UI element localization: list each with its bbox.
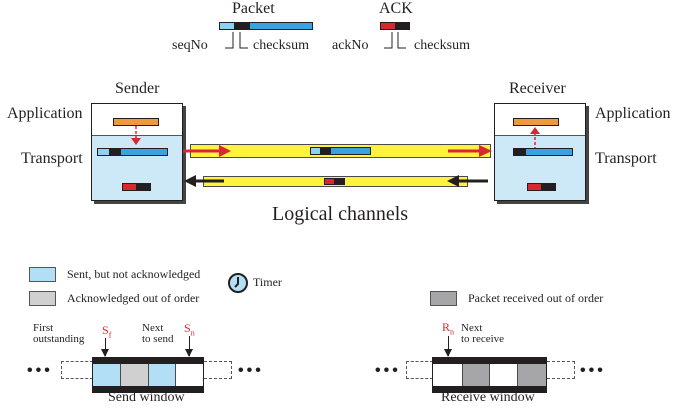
packet-bar (219, 22, 313, 30)
legend-sent-label: Sent, but not acknowledged (67, 267, 201, 281)
forward-arrows (183, 145, 492, 157)
receive-window-cell (463, 364, 490, 386)
packet-data-field (250, 23, 312, 29)
send-window-cell (93, 364, 121, 386)
sender-title: Sender (115, 80, 160, 97)
next-to-send-label: Next to send (142, 322, 174, 345)
timer-icon (228, 273, 248, 293)
packet-checksum-label: checksum (253, 38, 309, 53)
send-window-frame (92, 357, 204, 393)
channel-packet (310, 147, 371, 155)
packet-leader-lines (225, 32, 248, 49)
receive-window-cell (490, 364, 518, 386)
legend-swatch-acked (29, 291, 56, 306)
ackno-label: ackNo (332, 38, 369, 53)
sn-pointer-label: Sn (184, 321, 195, 338)
sf-pointer-label: Sf (102, 323, 112, 340)
rn-arrow (444, 336, 452, 357)
ack-bar (380, 22, 410, 30)
channel-ack (324, 178, 345, 185)
send-left-dashed-slot (61, 361, 93, 379)
receive-window-cell (433, 364, 463, 386)
receiver-deliver-up-arrow (530, 127, 540, 148)
packet-checksum-field (234, 23, 250, 29)
first-outstanding-label: First outstanding (33, 322, 85, 345)
legend-swatch-sent (29, 267, 56, 282)
forward-channel (190, 144, 491, 158)
receive-left-ellipsis: ••• (375, 362, 401, 379)
sender-application-label: Application (7, 105, 83, 122)
sender-app-message (113, 118, 159, 126)
sender-packet (97, 148, 168, 156)
sender-stack (91, 103, 183, 201)
receiver-title: Receiver (509, 80, 566, 97)
receive-window-frame (432, 357, 547, 393)
sender-deliver-down-arrow (131, 126, 141, 145)
receiver-packet (513, 148, 573, 156)
ack-ackno-field (381, 23, 395, 29)
receive-window-label: Receive window (441, 390, 535, 405)
packet-title: Packet (232, 0, 275, 17)
seqno-label: seqNo (172, 38, 208, 53)
logical-channels-label: Logical channels (272, 203, 409, 225)
receive-right-dashed-slot (547, 361, 575, 379)
sender-ack (122, 183, 151, 191)
legend-swatch-received (430, 291, 457, 306)
send-left-ellipsis: ••• (27, 362, 53, 379)
rn-pointer-label: Rn (442, 320, 455, 337)
next-to-receive-label: Next to receive (461, 322, 505, 345)
sender-transport-label: Transport (21, 150, 83, 167)
receive-right-ellipsis: ••• (580, 362, 606, 379)
send-window-cell (149, 364, 176, 386)
send-window-cell (176, 364, 203, 386)
sf-arrow (101, 338, 109, 357)
receive-window-cell (518, 364, 546, 386)
sn-arrow (185, 336, 193, 357)
receiver-application-label: Application (595, 105, 671, 122)
send-right-ellipsis: ••• (238, 362, 264, 379)
reverse-arrows (184, 175, 488, 187)
receiver-stack (494, 103, 586, 201)
send-right-dashed-slot (204, 361, 232, 379)
receive-left-dashed-slot (406, 361, 433, 379)
ack-leader-lines (384, 32, 406, 49)
ack-checksum-label: checksum (414, 38, 470, 53)
ack-checksum-field (395, 23, 409, 29)
receiver-ack (527, 183, 556, 191)
send-window-cell (121, 364, 149, 386)
ack-title: ACK (379, 0, 413, 17)
legend-received-label: Packet received out of order (468, 291, 604, 305)
packet-seqno-field (220, 23, 234, 29)
legend-acked-label: Acknowledged out of order (67, 291, 200, 305)
send-window-label: Send window (108, 390, 185, 405)
receiver-transport-label: Transport (595, 150, 657, 167)
receiver-app-message (513, 118, 559, 126)
timer-label: Timer (253, 275, 282, 289)
